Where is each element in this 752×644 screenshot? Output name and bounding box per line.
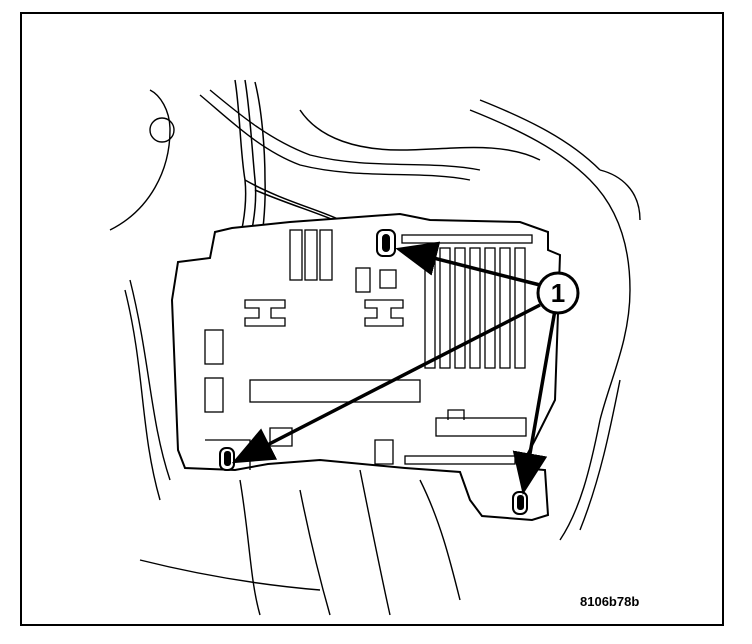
- upper-nut-slot: [382, 234, 390, 252]
- right-nut-slot: [517, 495, 524, 510]
- callout-marker: 1: [536, 271, 580, 315]
- leader-left-nut: [231, 303, 541, 464]
- mounting-nuts: [219, 229, 528, 515]
- figure-code: 8106b78b: [580, 594, 640, 609]
- figure-frame: [20, 12, 724, 626]
- callout-number: 1: [551, 278, 565, 308]
- background-structure: [109, 89, 641, 616]
- module-bracket: [170, 212, 562, 522]
- bracket-ribs: [204, 229, 533, 470]
- left-nut-slot: [224, 451, 231, 466]
- leader-upper-nut: [395, 241, 541, 287]
- callout-leaders: [231, 241, 557, 495]
- leader-right-nut: [512, 309, 557, 495]
